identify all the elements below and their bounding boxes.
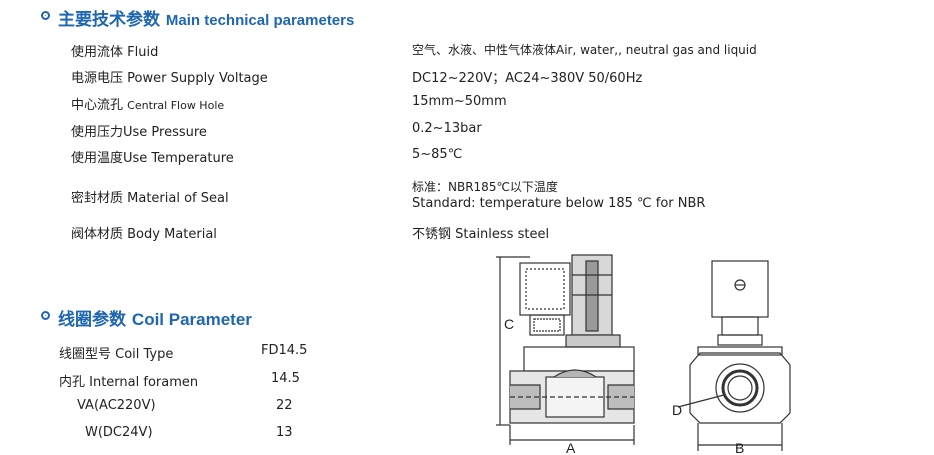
dimension-label-c: C [504, 316, 514, 332]
coil-section-bullet-icon [41, 311, 50, 320]
coil-value-va: 22 [276, 398, 293, 413]
dimension-label-b: B [735, 440, 744, 455]
param-label-seal: 密封材质 Material of Seal [71, 191, 229, 206]
dimension-label-d: D [672, 402, 682, 418]
main-title-cn: 主要技术参数 [58, 10, 160, 30]
coil-label-foramen: 内孔 Internal foramen [59, 375, 199, 390]
coil-label-w: W(DC24V) [85, 425, 153, 440]
param-label-flow-hole: 中心流孔 Central Flow Hole [71, 94, 224, 113]
param-value-seal-line1: 标准：NBR185℃以下温度 [412, 180, 558, 194]
param-value-pressure: 0.2~13bar [412, 121, 482, 136]
coil-label-type: 线圈型号 Coil Type [59, 347, 174, 362]
param-label-flow-hole-cn: 中心流孔 [71, 98, 124, 113]
param-value-fluid: 空气、水液、中性气体液体Air, water,, neutral gas and… [412, 43, 757, 57]
coil-label-va: VA(AC220V) [77, 398, 156, 413]
param-value-body: 不锈钢 Stainless steel [412, 227, 550, 242]
param-value-seal-line2: Standard: temperature below 185 ℃ for NB… [412, 196, 706, 211]
param-label-voltage: 电源电压 Power Supply Voltage [71, 71, 268, 86]
param-label-fluid: 使用流体 Fluid [71, 45, 159, 60]
param-label-body: 阀体材质 Body Material [71, 227, 217, 242]
param-label-pressure: 使用压力Use Pressure [71, 125, 207, 140]
param-value-flow-hole: 15mm~50mm [412, 94, 507, 109]
main-title-en: Main technical parameters [165, 12, 355, 29]
section-bullet-icon [41, 11, 50, 20]
coil-value-foramen: 14.5 [271, 371, 300, 386]
coil-title-cn: 线圈参数 [58, 310, 126, 330]
param-value-voltage: DC12~220V；AC24~380V 50/60Hz [412, 71, 643, 86]
main-section-title: 主要技术参数 Main technical parameters [58, 5, 354, 30]
valve-front-view-drawing: D B [672, 260, 791, 455]
param-value-temperature: 5~85℃ [412, 147, 463, 162]
coil-section-title: 线圈参数 Coil Parameter [58, 305, 252, 330]
coil-value-type: FD14.5 [261, 343, 308, 358]
valve-side-section-drawing: C A [496, 254, 635, 455]
param-label-flow-hole-en: Central Flow Hole [127, 99, 225, 112]
coil-title-en: Coil Parameter [131, 310, 252, 329]
param-label-temperature: 使用温度Use Temperature [71, 151, 234, 166]
dimension-label-a: A [566, 440, 576, 455]
coil-value-w: 13 [276, 425, 293, 440]
